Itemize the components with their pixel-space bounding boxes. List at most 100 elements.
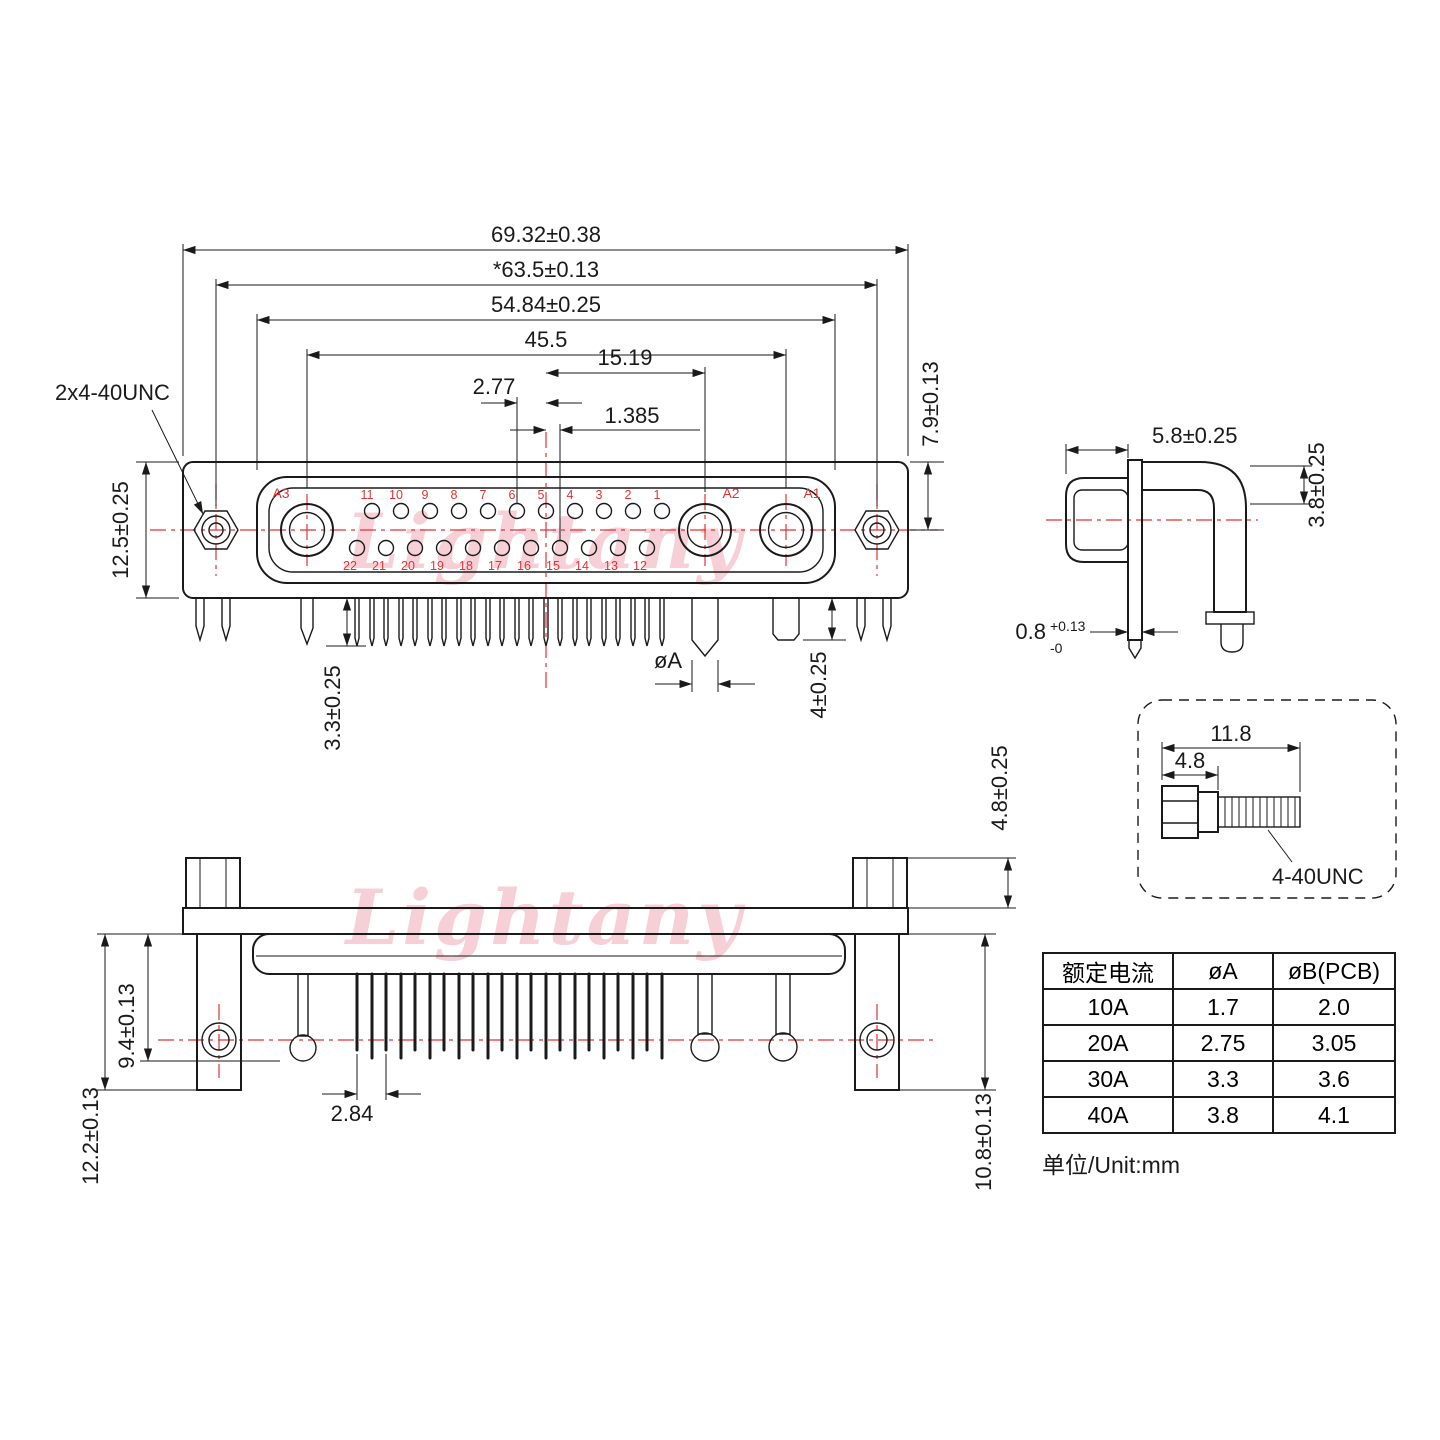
dim-coax-span: 45.5	[525, 327, 568, 352]
header-rated-current: 额定电流	[1042, 952, 1174, 990]
detail-box	[1137, 699, 1397, 899]
signal-pins-top-row	[363, 502, 671, 520]
pin-label: 4	[567, 488, 574, 502]
pin-label: 7	[480, 488, 487, 502]
screw-collar	[1197, 791, 1219, 833]
pin-label: 6	[509, 488, 516, 502]
dim-screw-head-length: 4.8	[1175, 748, 1206, 773]
side-bracket-leg	[1220, 624, 1244, 653]
header-dia-a: øA	[1172, 952, 1274, 990]
pin-diameter-label: øA	[654, 648, 682, 673]
pin-label: 3	[596, 488, 603, 502]
front-view-centerlines	[150, 432, 938, 692]
dim-top-to-center: 7.9±0.13	[918, 361, 943, 446]
press-nut-right	[859, 1022, 895, 1058]
mount-hole-right	[854, 510, 900, 550]
unit-note: 单位/Unit:mm	[1042, 1152, 1180, 1178]
dim-screw-total-length: 11.8	[1210, 721, 1251, 746]
dim-plate-thickness-sub: -0	[1050, 640, 1063, 656]
mounting-legs	[195, 598, 892, 643]
pin-label: 8	[451, 488, 458, 502]
screw-detail: 11.8 4.8 4-40UNC	[1137, 699, 1397, 899]
dim-pin-length: 3.3±0.25	[320, 665, 345, 750]
front-view: A3 A2 A1 11	[55, 222, 944, 751]
bottom-flange-plate	[182, 907, 909, 935]
side-bracket	[1142, 461, 1247, 613]
bottom-signal-pins	[355, 972, 664, 1060]
thread-callout: 2x4-40UNC	[55, 380, 170, 405]
signal-pin-comb	[354, 598, 665, 647]
dim-overall-depth: 10.8±0.13	[971, 1093, 996, 1191]
pin-label: 12	[633, 559, 647, 573]
pin-label: 11	[361, 488, 374, 502]
dim-plate-thickness: 0.8	[1015, 619, 1046, 644]
screw-head	[1161, 785, 1199, 839]
pin-label: 21	[372, 559, 386, 573]
a2-solder-pin	[691, 598, 719, 658]
side-view-dimensions: 5.8±0.25 3.8±0.25 0.8 +0.13 -0	[1015, 423, 1329, 656]
dim-plate-thickness-sup: +0.13	[1050, 618, 1086, 634]
pin-label: 22	[343, 559, 357, 573]
coax-label-a1: A1	[803, 485, 820, 501]
dim-coax-pin-length: 4±0.25	[806, 651, 831, 718]
press-nut-left	[201, 1022, 237, 1058]
pin-label: 17	[488, 559, 502, 573]
dim-depth: 5.8±0.25	[1152, 423, 1237, 448]
bottom-body	[252, 933, 846, 975]
pin-label: 13	[604, 559, 618, 573]
side-shroud	[1065, 477, 1128, 563]
header-dia-b: øB(PCB)	[1272, 952, 1396, 990]
pin-number-labels-top: 11 10 9 8 7 6 5 4 3 2 1	[361, 488, 661, 502]
dim-row-offset: 2.84	[331, 1101, 374, 1126]
dim-flange-height: 12.5±0.25	[108, 481, 133, 579]
a3-solder-pin	[300, 598, 314, 646]
dim-pin-depth: 9.4±0.13	[114, 983, 139, 1068]
dim-pitch: 2.77	[473, 374, 516, 399]
connector-body-outline	[256, 476, 836, 584]
coax-pin-a2	[678, 503, 732, 557]
side-plate-pin	[1128, 640, 1142, 660]
connector-insert-outline	[268, 487, 824, 573]
table-row: 10A 1.7 2.0	[1042, 988, 1396, 1026]
front-view-pins-below	[195, 598, 892, 658]
screw-shaft	[1217, 796, 1301, 828]
front-view-dimensions: 69.32±0.38 *63.5±0.13 54.84±0.25 45.5 15…	[55, 222, 944, 751]
bottom-bracket-right	[854, 933, 900, 1091]
spec-table-header-row: 额定电流 øA øB(PCB)	[1042, 952, 1396, 990]
side-bracket-foot	[1205, 611, 1255, 625]
dim-bracket-height: 3.8±0.25	[1304, 442, 1329, 527]
table-row: 40A 3.8 4.1	[1042, 1096, 1396, 1134]
signal-pins-bottom-row	[348, 539, 656, 557]
mount-hole-left	[193, 510, 239, 550]
side-flange-plate	[1127, 459, 1143, 641]
dim-body-width: 54.84±0.25	[491, 292, 601, 317]
connector-flange-outline	[182, 461, 909, 599]
pin-number-labels-bottom: 22 21 20 19 18 17 16 15 14 13 12	[343, 559, 647, 573]
table-row: 30A 3.3 3.6	[1042, 1060, 1396, 1098]
screw-threads	[1224, 797, 1296, 827]
pin-label: 9	[422, 488, 429, 502]
a1-solder-pin	[772, 598, 800, 641]
pin-label: 16	[517, 559, 531, 573]
spec-table: 额定电流 øA øB(PCB) 10A 1.7 2.0 20A 2.75 3.0…	[1042, 952, 1396, 1134]
pin-label: 20	[401, 559, 415, 573]
dim-center-to-a2: 15.19	[597, 345, 652, 370]
dim-mount-span: *63.5±0.13	[493, 257, 599, 282]
jackscrew-standoff-right	[852, 857, 908, 909]
pin-label: 1	[654, 488, 661, 502]
screw-thread-label: 4-40UNC	[1272, 864, 1364, 889]
dim-bracket-depth: 12.2±0.13	[78, 1087, 103, 1185]
bottom-coax-pins	[289, 973, 798, 1062]
bottom-view-dimensions: 12.2±0.13 9.4±0.13 10.8±0.13 4.8±0.25 2.…	[78, 745, 1016, 1191]
coax-pin-a1	[759, 503, 813, 557]
side-view: 5.8±0.25 3.8±0.25 0.8 +0.13 -0	[1015, 423, 1329, 660]
pin-label: 2	[625, 488, 632, 502]
pin-label: 18	[459, 559, 473, 573]
bottom-bracket-left	[196, 933, 242, 1091]
dim-half-pitch: 1.385	[604, 403, 659, 428]
coax-label-a3: A3	[272, 485, 289, 501]
bottom-view: 12.2±0.13 9.4±0.13 10.8±0.13 4.8±0.25 2.…	[78, 745, 1016, 1191]
coax-label-a2: A2	[722, 485, 739, 501]
